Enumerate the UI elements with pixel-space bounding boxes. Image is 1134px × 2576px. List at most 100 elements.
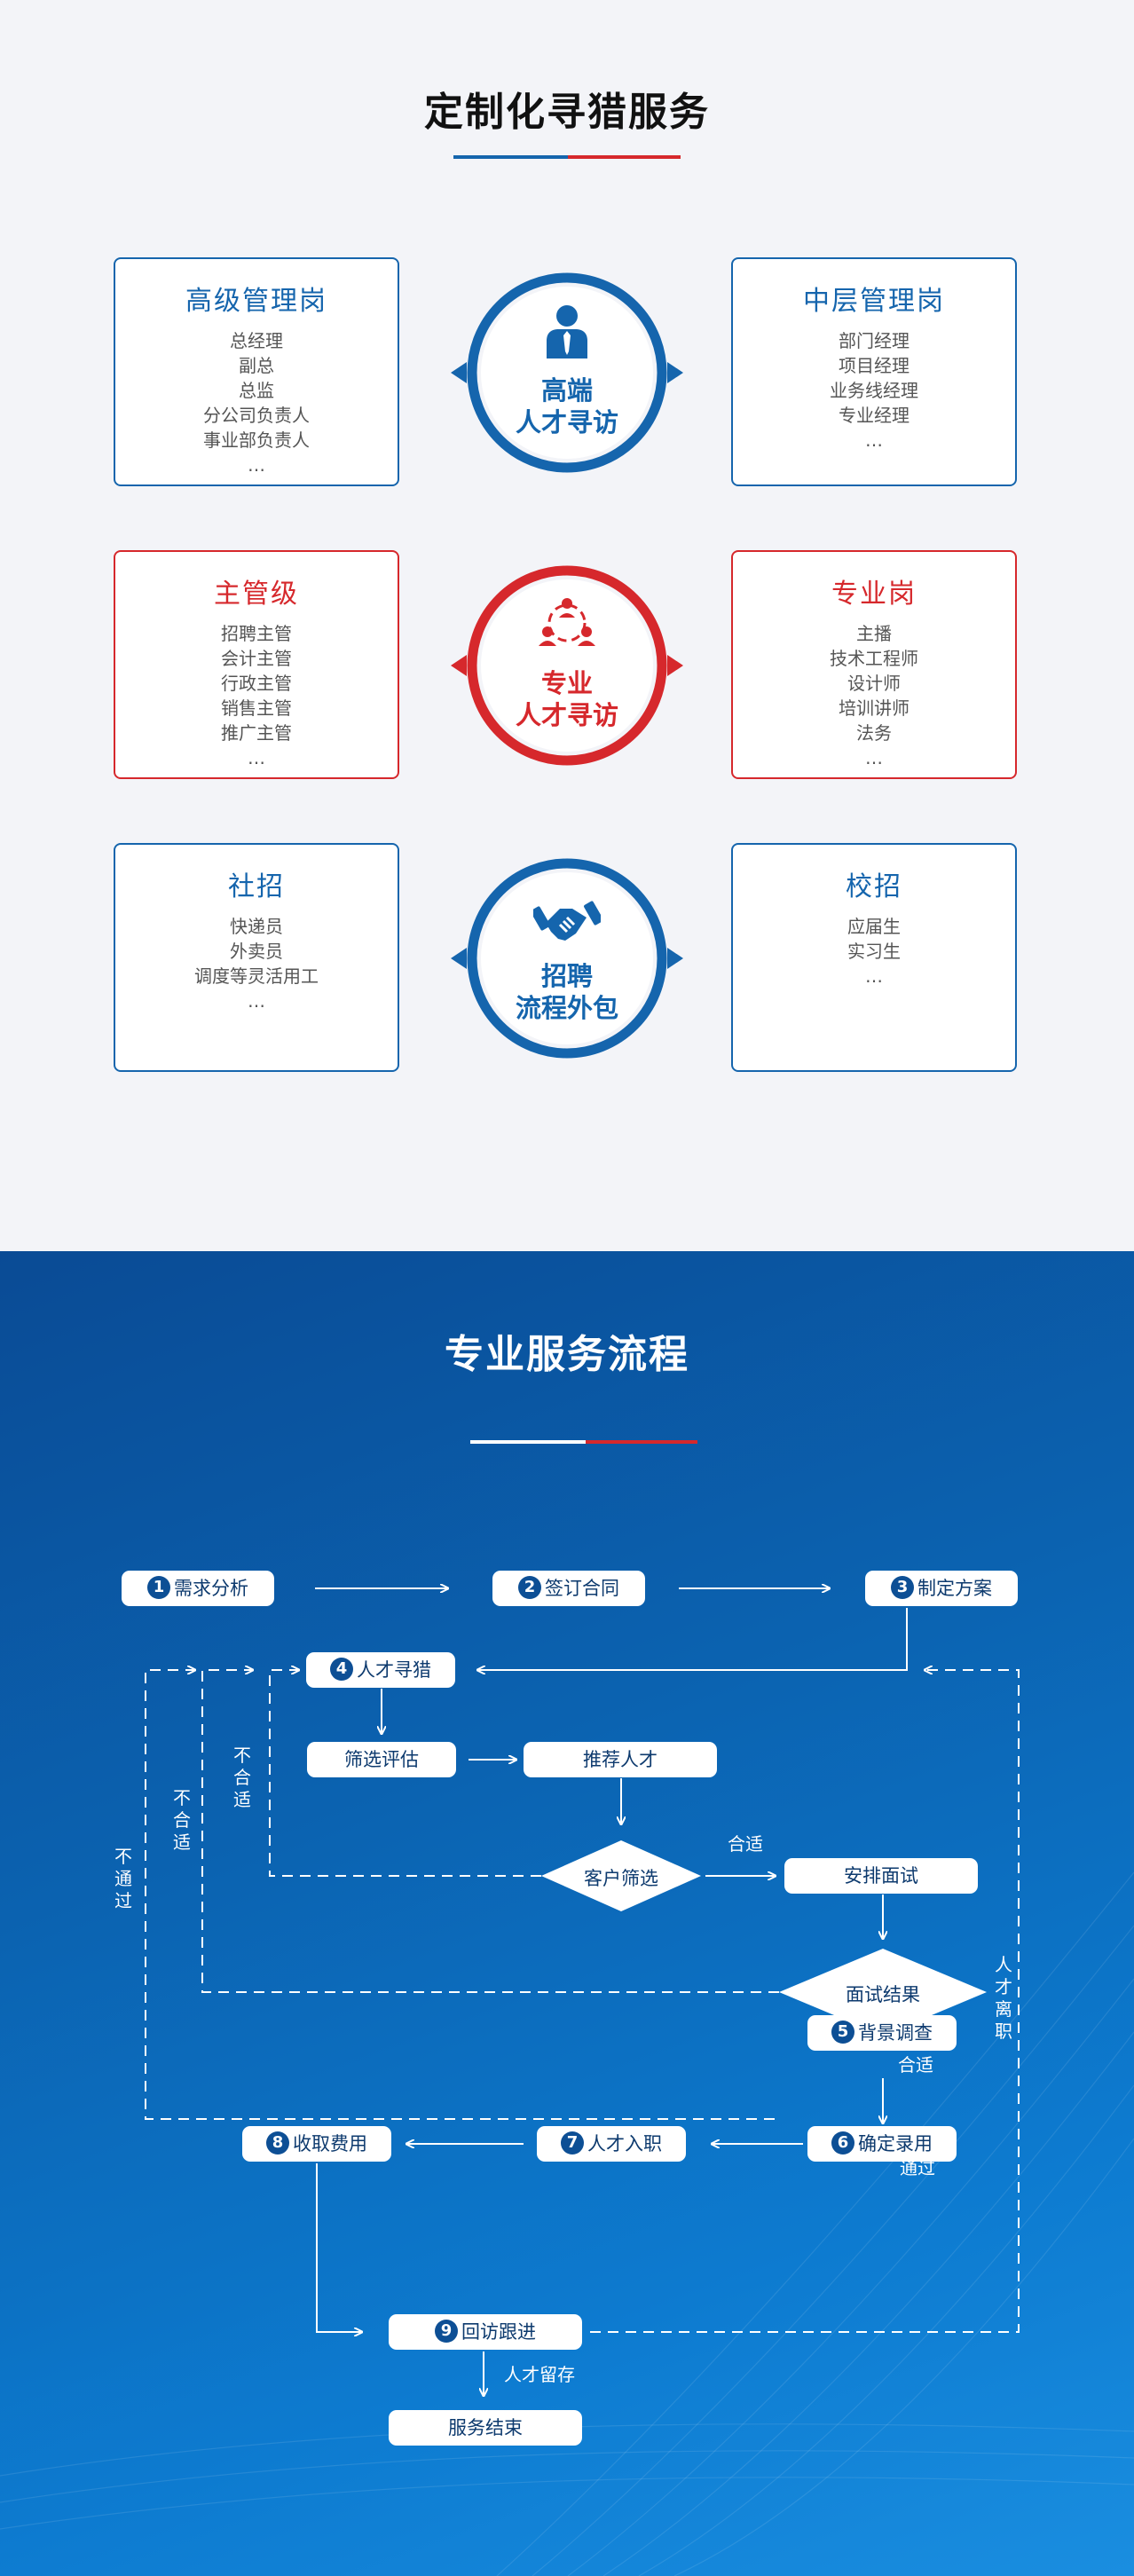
list-item: … bbox=[248, 747, 265, 768]
step-label: 需求分析 bbox=[174, 1578, 248, 1599]
step-number: 1 bbox=[147, 1576, 170, 1599]
card-list: 部门经理 项目经理 业务线经理 专业经理 … bbox=[733, 328, 1015, 453]
label-unfit-outer: 不合适 bbox=[173, 1787, 191, 1853]
list-item: 外卖员 bbox=[230, 941, 283, 962]
list-item: 行政主管 bbox=[221, 673, 292, 694]
list-item: … bbox=[248, 454, 265, 476]
list-item: 调度等灵活用工 bbox=[194, 965, 319, 987]
flow-connectors bbox=[0, 1251, 1134, 2576]
card-title: 主管级 bbox=[214, 579, 299, 610]
step-number: 6 bbox=[831, 2131, 854, 2155]
step-label: 收取费用 bbox=[293, 2133, 367, 2155]
title-underline-white bbox=[470, 1440, 586, 1444]
list-item: 培训讲师 bbox=[839, 697, 910, 719]
label-pass: 通过 bbox=[900, 2157, 935, 2178]
circle-line1: 高端 bbox=[540, 375, 593, 406]
list-item: 专业经理 bbox=[839, 405, 910, 426]
diamond-client-filter bbox=[541, 1840, 701, 1911]
circle-high-end-talent: 高端 人才寻访 bbox=[447, 266, 687, 479]
circle-label: 专业 人才寻访 bbox=[447, 667, 687, 731]
list-item: 技术工程师 bbox=[830, 648, 918, 669]
card-list: 主播 技术工程师 设计师 培训讲师 法务 … bbox=[733, 621, 1015, 770]
card-list: 应届生 实习生 … bbox=[733, 914, 1015, 989]
card-supervisor: 主管级 招聘主管 会计主管 行政主管 销售主管 推广主管 … bbox=[114, 550, 399, 779]
step-number: 9 bbox=[435, 2320, 458, 2343]
list-item: 会计主管 bbox=[221, 648, 292, 669]
card-title: 社招 bbox=[228, 871, 285, 902]
card-list: 快递员 外卖员 调度等灵活用工 … bbox=[115, 914, 398, 1013]
card-professional-position: 专业岗 主播 技术工程师 设计师 培训讲师 法务 … bbox=[731, 550, 1017, 779]
list-item: … bbox=[248, 990, 265, 1012]
list-item: 事业部负责人 bbox=[203, 429, 310, 451]
step-number: 4 bbox=[330, 1658, 353, 1681]
title-underline-red bbox=[586, 1440, 697, 1444]
card-social-recruitment: 社招 快递员 外卖员 调度等灵活用工 … bbox=[114, 843, 399, 1072]
list-item: 副总 bbox=[239, 355, 274, 376]
list-item: 业务线经理 bbox=[830, 380, 918, 401]
title-underline-red bbox=[568, 155, 681, 159]
step-label: 人才入职 bbox=[587, 2133, 662, 2155]
list-item: 主播 bbox=[856, 623, 892, 644]
list-item: 法务 bbox=[856, 722, 892, 744]
list-item: 总经理 bbox=[230, 330, 283, 351]
person-with-tie-icon bbox=[547, 305, 587, 358]
circle-ring-blue bbox=[451, 272, 683, 473]
circle-ring-red bbox=[451, 565, 683, 766]
list-item: 快递员 bbox=[230, 916, 283, 937]
card-title: 中层管理岗 bbox=[803, 286, 945, 317]
list-item: 实习生 bbox=[847, 941, 901, 962]
step-number: 3 bbox=[891, 1576, 914, 1599]
title-underline-blue bbox=[453, 155, 568, 159]
circle-ring-blue bbox=[451, 858, 683, 1059]
section-title: 定制化寻猎服务 bbox=[424, 90, 710, 135]
card-title: 高级管理岗 bbox=[185, 286, 327, 317]
circle-line1: 招聘 bbox=[540, 961, 593, 991]
node-arrange-interview: 安排面试 bbox=[784, 1858, 978, 1894]
circle-professional-talent: 专业 人才寻访 bbox=[447, 559, 687, 772]
card-list: 招聘主管 会计主管 行政主管 销售主管 推广主管 … bbox=[115, 621, 398, 770]
step-label: 确定录用 bbox=[858, 2133, 933, 2155]
step-number: 5 bbox=[831, 2021, 854, 2044]
diamond-interview-result bbox=[779, 1949, 987, 2036]
list-item: … bbox=[865, 747, 883, 768]
list-item: 销售主管 bbox=[221, 697, 292, 719]
handshake-icon bbox=[533, 901, 601, 941]
step-label: 签订合同 bbox=[545, 1578, 619, 1599]
list-item: 推广主管 bbox=[221, 722, 292, 744]
label-talent-retention: 人才留存 bbox=[504, 2364, 575, 2385]
label-fit: 合适 bbox=[728, 1833, 763, 1855]
step-number: 8 bbox=[266, 2131, 289, 2155]
node-recommend-talent: 推荐人才 bbox=[524, 1742, 717, 1777]
list-item: 设计师 bbox=[847, 673, 901, 694]
circle-line1: 专业 bbox=[540, 668, 593, 698]
list-item: … bbox=[865, 965, 883, 987]
label-not-passed: 不通过 bbox=[114, 1846, 132, 1911]
circle-label: 高端 人才寻访 bbox=[447, 374, 687, 438]
node-screening-evaluation: 筛选评估 bbox=[307, 1742, 456, 1777]
team-network-icon bbox=[539, 598, 595, 646]
list-item: 总监 bbox=[239, 380, 274, 401]
section-title: 专业服务流程 bbox=[445, 1332, 689, 1377]
list-item: 分公司负责人 bbox=[203, 405, 310, 426]
circle-line2: 人才寻访 bbox=[515, 700, 618, 730]
list-item: 项目经理 bbox=[839, 355, 910, 376]
label-talent-leave: 人才离职 bbox=[995, 1954, 1012, 2042]
card-middle-management: 中层管理岗 部门经理 项目经理 业务线经理 专业经理 … bbox=[731, 257, 1017, 486]
custom-headhunting-section: 定制化寻猎服务 高级管理岗 总经理 副总 总监 分公司负责人 事业部负责人 … … bbox=[0, 0, 1134, 1251]
node-service-end: 服务结束 bbox=[389, 2410, 582, 2446]
step-number: 7 bbox=[561, 2131, 584, 2155]
circle-label: 招聘 流程外包 bbox=[447, 960, 687, 1024]
step-label: 背景调查 bbox=[858, 2022, 933, 2044]
circle-recruitment-outsourcing: 招聘 流程外包 bbox=[447, 852, 687, 1065]
card-title: 校招 bbox=[846, 871, 902, 902]
